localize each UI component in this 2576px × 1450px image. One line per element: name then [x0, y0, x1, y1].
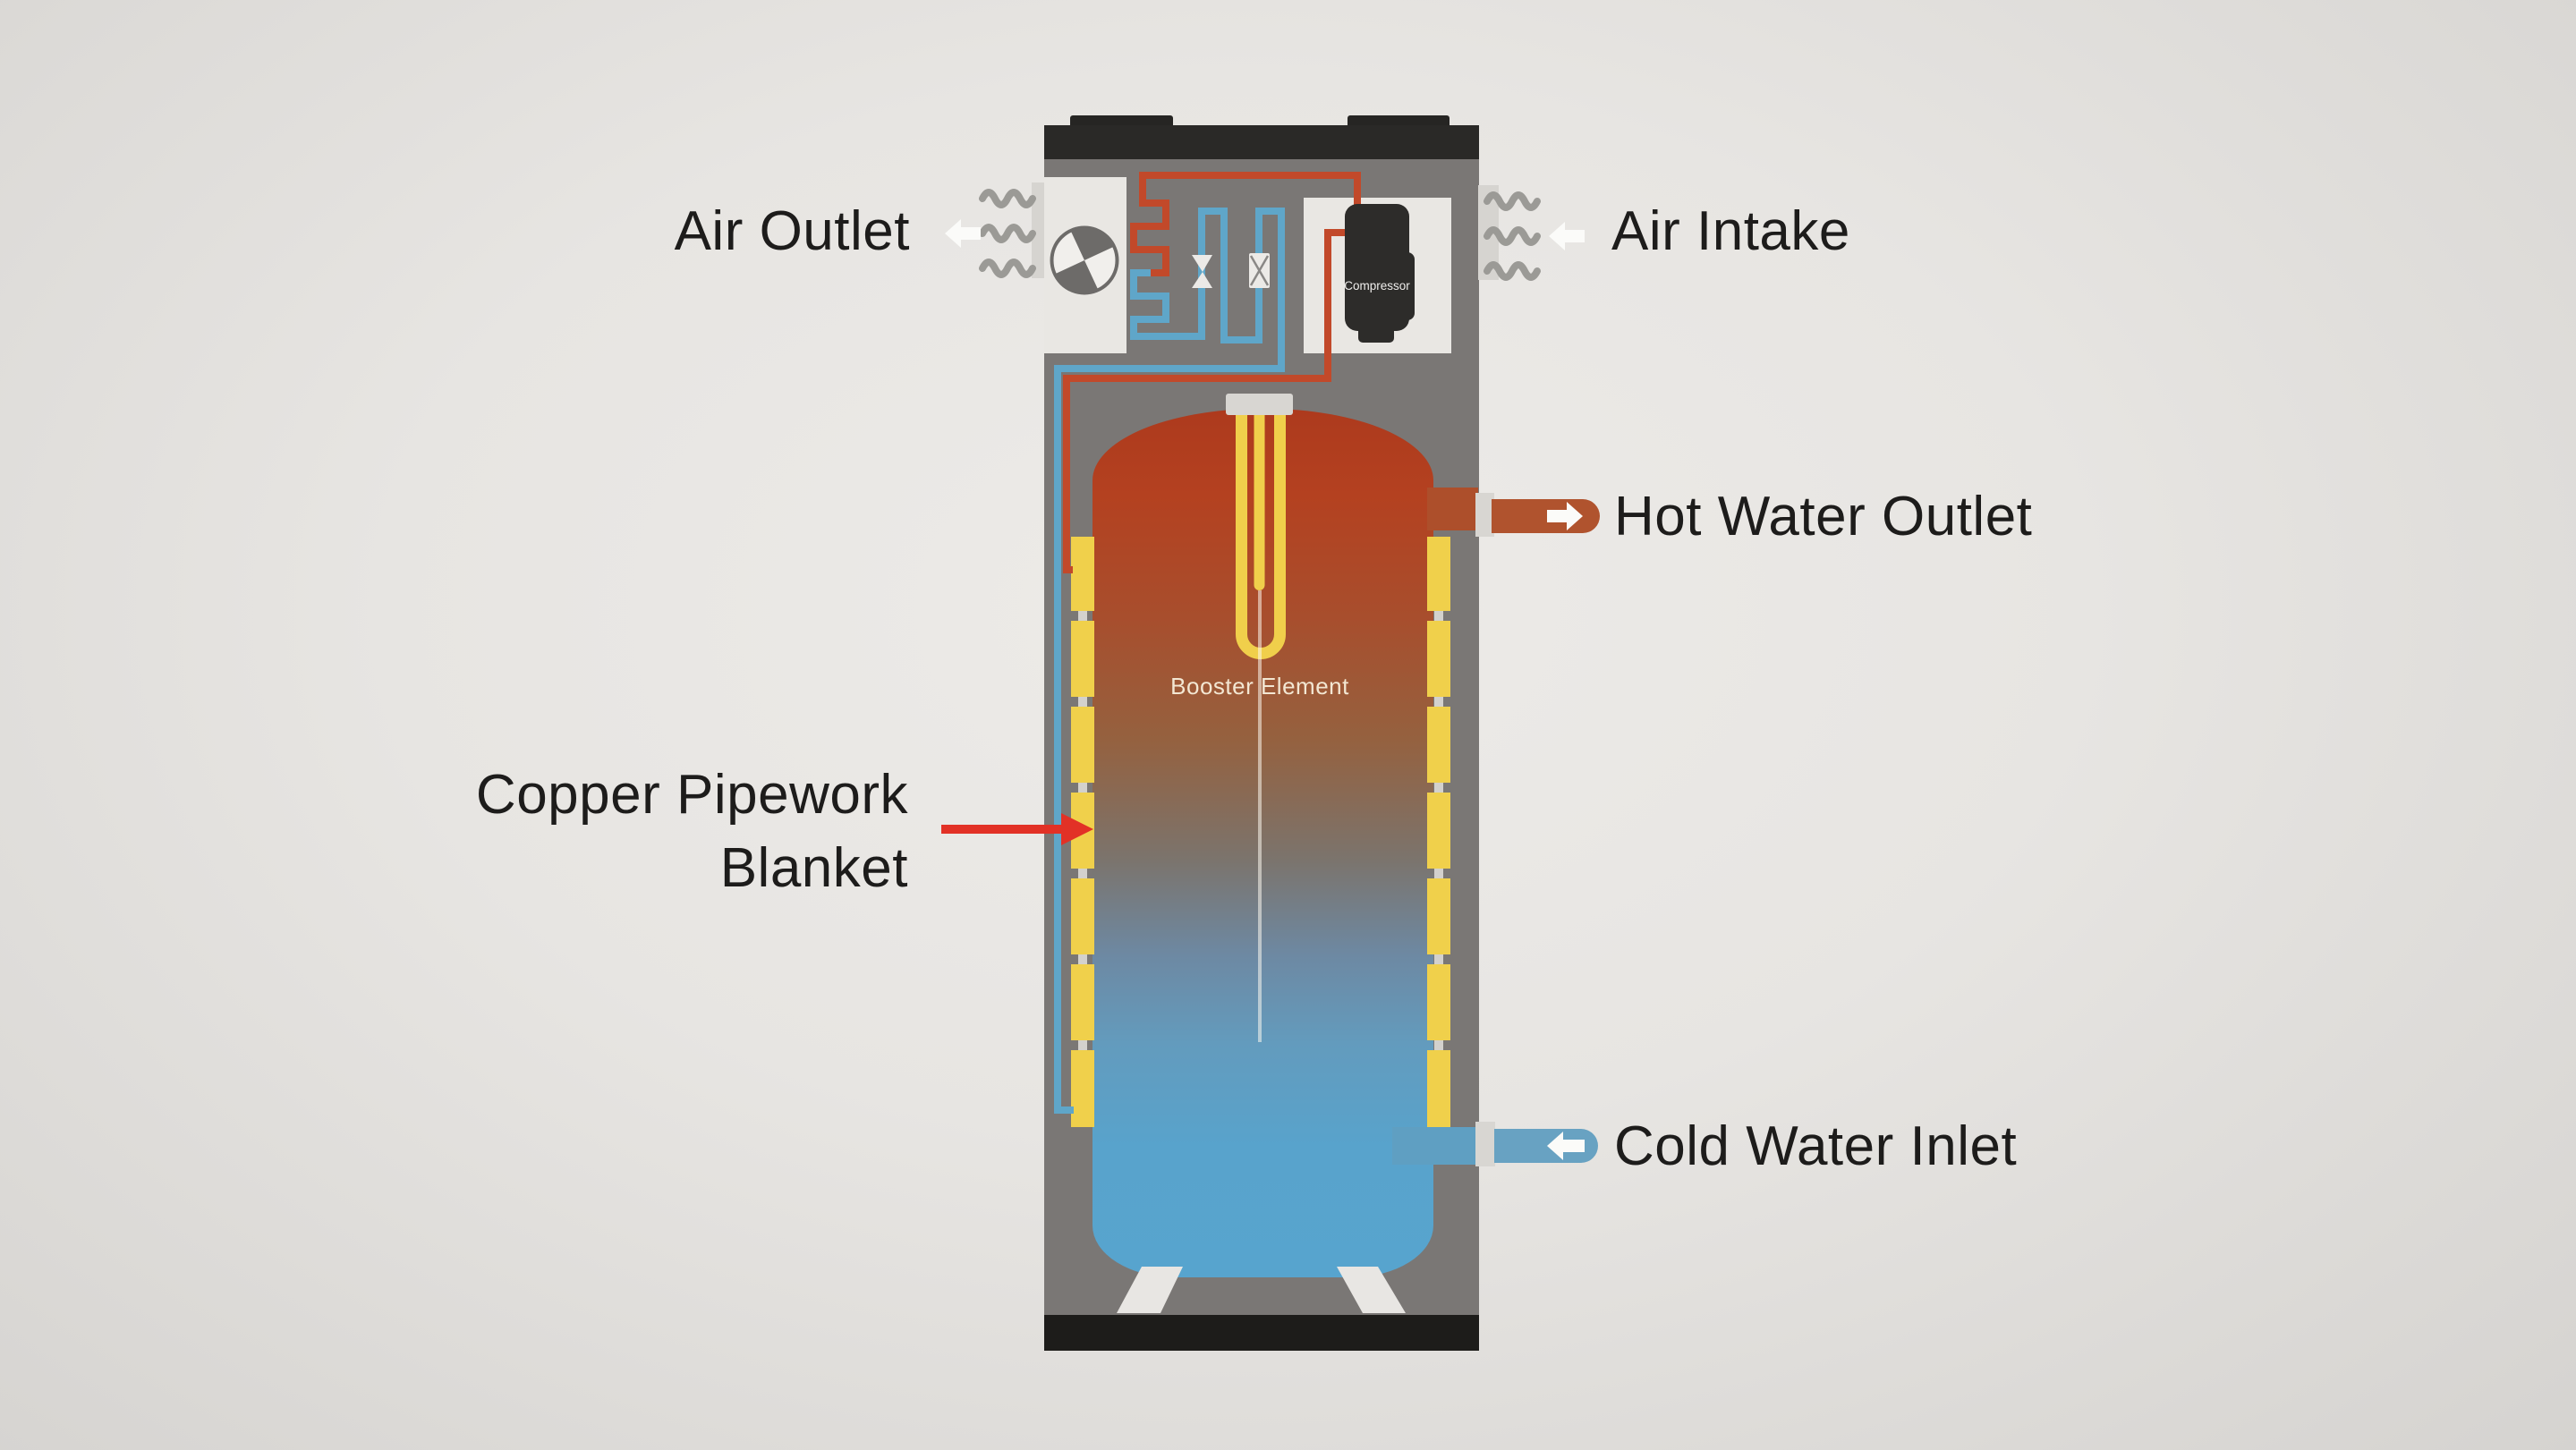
copper-blanket-connector: [1434, 869, 1443, 878]
cold-water-pipe-stub: [1392, 1127, 1478, 1165]
cold-water-inlet-label: Cold Water Inlet: [1614, 1115, 2018, 1177]
air-outlet-label: Air Outlet: [674, 200, 910, 262]
compressor-bump: [1406, 252, 1415, 320]
compressor-foot: [1358, 329, 1394, 343]
air-intake-vent: [1478, 185, 1499, 280]
copper-blanket-connector: [1078, 783, 1087, 793]
copper-blanket-segment: [1427, 878, 1450, 954]
copper-blanket-segment: [1071, 793, 1094, 869]
hot-water-outlet-pipe: [1492, 499, 1600, 533]
air-outlet-arrow-icon: [945, 219, 981, 248]
cabinet-top-tab-right: [1348, 115, 1450, 127]
copper-blanket-connector: [1434, 1040, 1443, 1050]
compressor-label: Compressor: [1344, 279, 1410, 293]
copper-blanket-connector: [1078, 954, 1087, 964]
copper-blanket-connector: [1078, 611, 1087, 621]
water-tank: [1092, 409, 1433, 1277]
compressor-unit: [1345, 204, 1409, 331]
copper-blanket-segment: [1427, 707, 1450, 783]
copper-blanket-connector: [1434, 783, 1443, 793]
air-outlet-vent: [1032, 182, 1045, 278]
cold-pipe-wall-collar: [1475, 1122, 1495, 1166]
copper-pipework-blanket-label-line2: Blanket: [719, 837, 908, 899]
hot-water-pipe-stub: [1427, 488, 1478, 530]
booster-element-label: Booster Element: [1170, 673, 1349, 700]
copper-blanket-segment: [1427, 537, 1450, 611]
cold-water-inlet-pipe: [1494, 1129, 1598, 1163]
hot-water-outlet-label: Hot Water Outlet: [1614, 486, 2033, 547]
copper-blanket-segment: [1071, 878, 1094, 954]
hot-pipe-wall-collar: [1475, 493, 1494, 537]
copper-blanket-connector: [1434, 611, 1443, 621]
cabinet-base: [1044, 1315, 1479, 1351]
copper-blanket-connector: [1078, 869, 1087, 878]
cabinet-top-cap: [1044, 125, 1479, 159]
air-intake-label: Air Intake: [1611, 200, 1850, 262]
copper-blanket-segment: [1427, 621, 1450, 697]
copper-blanket-segment: [1071, 1050, 1094, 1127]
copper-blanket-connector: [1434, 954, 1443, 964]
copper-pipework-blanket-label-line1: Copper Pipework: [475, 764, 908, 826]
copper-blanket-connector: [1078, 697, 1087, 707]
copper-blanket-connector: [1078, 1040, 1087, 1050]
copper-blanket-segment: [1427, 964, 1450, 1040]
copper-blanket-segment: [1427, 1050, 1450, 1127]
copper-blanket-segment: [1071, 537, 1094, 611]
copper-blanket-segment: [1427, 793, 1450, 869]
copper-blanket-segment: [1071, 707, 1094, 783]
copper-blanket-connector: [1434, 697, 1443, 707]
copper-pipework-blanket-label: Copper Pipework Blanket: [407, 759, 908, 905]
booster-element-cap: [1226, 394, 1293, 415]
copper-blanket-segment: [1071, 964, 1094, 1040]
air-intake-arrow-icon: [1549, 222, 1585, 250]
cabinet-top-tab-left: [1070, 115, 1173, 127]
copper-blanket-segment: [1071, 621, 1094, 697]
fan-panel: [1044, 177, 1126, 353]
